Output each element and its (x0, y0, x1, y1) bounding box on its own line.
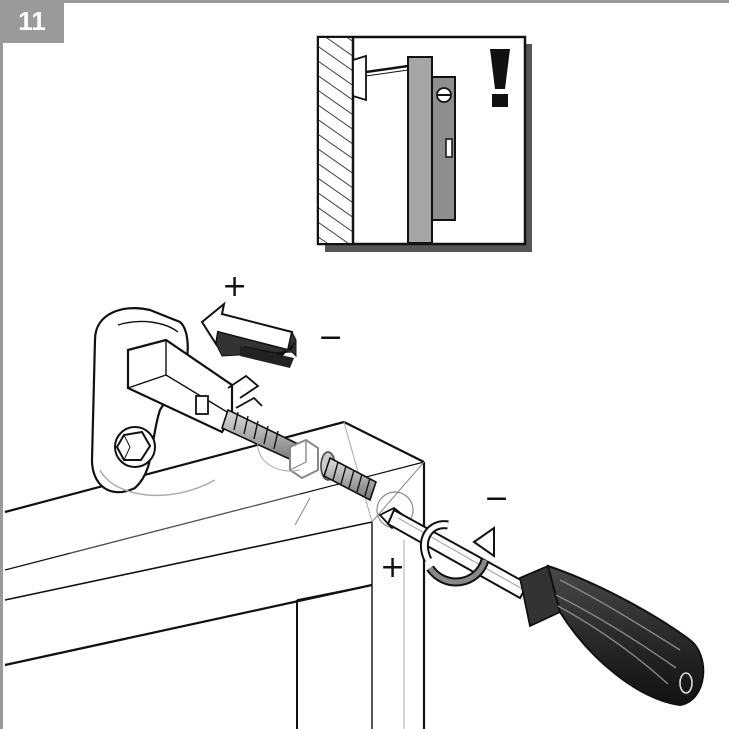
decrease-symbol-right: − (484, 481, 510, 516)
wall-anchor (352, 54, 409, 102)
decrease-symbol-top: − (318, 320, 344, 355)
hex-nut-icon (289, 438, 319, 480)
wall-hatch (319, 38, 353, 243)
frame-top-border (0, 0, 729, 3)
threaded-rod (221, 408, 414, 529)
window-frame (4, 420, 426, 729)
frame-left-border (0, 0, 3, 729)
bracket-slot (445, 138, 453, 158)
exclamation-icon (490, 49, 510, 107)
increase-symbol-bottom: + (380, 550, 406, 585)
rotate-arrow-icon (419, 520, 495, 587)
screwdriver-icon (378, 506, 705, 707)
step-number-badge: 11 (0, 0, 64, 43)
adjust-screw-head (436, 87, 452, 103)
bracket-profile (431, 76, 456, 221)
rail-profile (407, 56, 433, 244)
detail-inset (316, 35, 532, 252)
hinge-bracket (90, 307, 263, 497)
hex-bolt-icon (114, 426, 156, 468)
increase-symbol-top: + (222, 269, 248, 304)
double-arrow-icon (200, 301, 297, 368)
